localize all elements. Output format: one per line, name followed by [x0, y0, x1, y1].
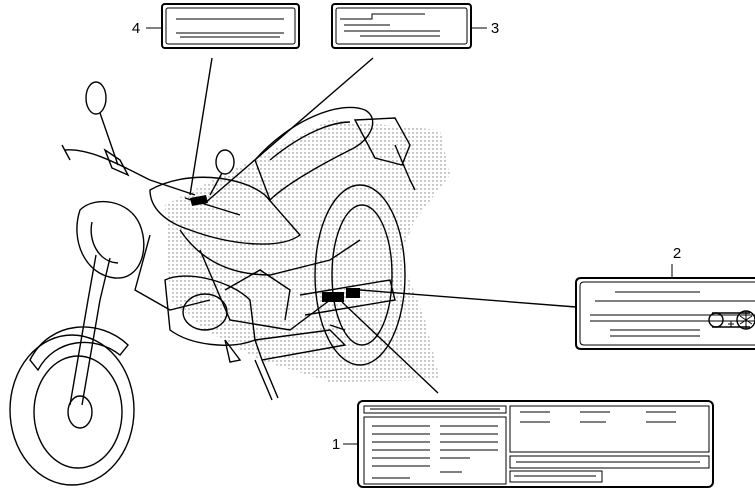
leader-line-1 — [341, 301, 439, 394]
motorcycle-illustration — [9, 81, 416, 486]
ground-shadow — [165, 120, 450, 382]
callout-1: 1 — [332, 436, 340, 453]
front-tire — [9, 334, 135, 486]
label-markers — [190, 195, 360, 302]
right-mirror — [215, 149, 235, 175]
leader-line-2 — [359, 289, 577, 308]
leader-line-3 — [204, 57, 374, 204]
label-2-plate — [575, 264, 755, 350]
drive-chain-symbol — [708, 310, 755, 330]
callout-2: 2 — [673, 245, 681, 262]
left-mirror — [85, 81, 107, 115]
leader-line-4 — [189, 57, 213, 196]
rear-tire — [314, 184, 406, 366]
label-3-plate — [331, 3, 487, 49]
callout-3: 3 — [491, 20, 499, 37]
label-1-plate — [343, 400, 714, 488]
label-4-plate — [146, 3, 300, 49]
callout-4: 4 — [132, 20, 140, 37]
leader-lines — [189, 57, 577, 394]
